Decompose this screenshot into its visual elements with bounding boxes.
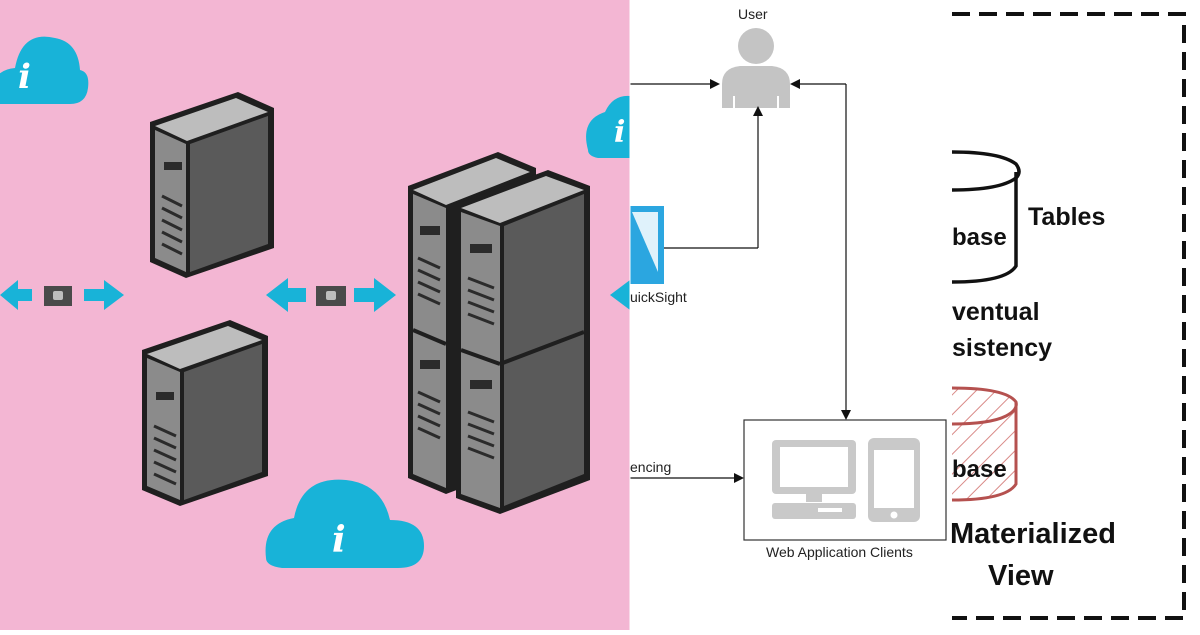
info-cloud-icon: i — [586, 95, 630, 158]
materialized-view-line1: Materialized — [950, 518, 1116, 550]
architecture-diagram-panel — [630, 0, 950, 630]
tables-label: Tables — [1028, 203, 1106, 231]
server-rack-cluster — [408, 152, 590, 514]
monitor-icon — [772, 440, 856, 519]
info-cloud-icon: i — [265, 479, 424, 568]
phone-icon — [868, 438, 920, 522]
user-label: User — [738, 6, 768, 22]
secure-link-arrows-left — [0, 280, 124, 310]
server-tower-icon — [142, 320, 268, 506]
database-top-label: base — [952, 224, 1007, 251]
info-cloud-icon: i — [0, 36, 89, 104]
eventual-consistency-line1: ventual — [952, 298, 1040, 326]
eventual-consistency-line2: sistency — [952, 334, 1053, 362]
user-icon — [722, 28, 790, 108]
svg-text:i: i — [614, 115, 625, 150]
quicksight-label: uickSight — [630, 289, 687, 305]
database-cylinder-icon — [952, 150, 1021, 284]
svg-text:i: i — [18, 57, 31, 97]
secure-link-arrow-right-edge — [610, 280, 630, 310]
network-illustration-panel: i i i — [0, 0, 630, 630]
svg-text:i: i — [332, 519, 346, 561]
web-clients-label: Web Application Clients — [766, 544, 913, 560]
lock-icon — [44, 286, 72, 306]
dashed-boundary — [952, 12, 1186, 620]
fencing-label: encing — [630, 459, 672, 475]
secure-link-arrows-middle — [266, 278, 396, 312]
materialized-view-line2: View — [988, 560, 1054, 592]
quicksight-icon — [630, 206, 664, 284]
arrow-heads — [710, 79, 851, 483]
database-bottom-label: base — [952, 456, 1007, 483]
fencing-label-clip: encing — [630, 459, 730, 479]
server-tower-icon — [150, 92, 274, 278]
quicksight-label-clip: uickSight — [630, 289, 750, 309]
connector-lines — [630, 83, 847, 479]
materialized-db-cylinder-icon — [952, 386, 1018, 502]
consistency-panel — [952, 0, 1200, 630]
lock-icon — [316, 286, 346, 306]
